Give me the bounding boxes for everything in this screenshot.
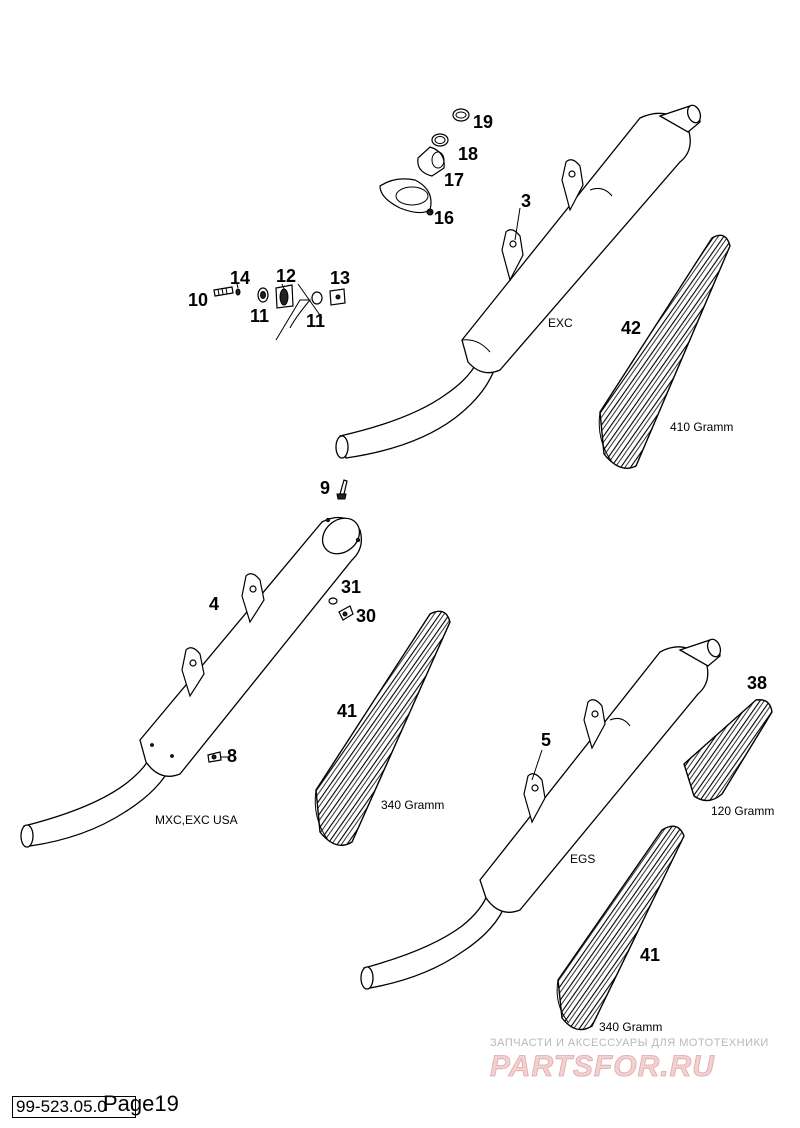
callout-19: 19 <box>473 112 493 132</box>
page-number: Page19 <box>103 1091 179 1116</box>
callout-4: 4 <box>209 594 219 614</box>
callout-5: 5 <box>541 730 551 750</box>
callout-41b: 41 <box>640 945 660 965</box>
callout-13: 13 <box>330 268 350 288</box>
callout-numbers: 3 4 5 8 9 10 11 11 12 13 14 16 17 18 19 … <box>188 112 767 965</box>
watermark-tagline: ЗАПЧАСТИ И АКСЕССУАРЫ ДЛЯ МОТОТЕХНИКИ <box>490 1037 769 1049</box>
callout-42: 42 <box>621 318 641 338</box>
callout-9: 9 <box>320 478 330 498</box>
callout-12: 12 <box>276 266 296 286</box>
label-weight-38: 120 Gramm <box>711 804 774 818</box>
label-exc: EXC <box>548 316 573 330</box>
parts-16-19 <box>379 108 470 216</box>
bolt-9 <box>336 479 348 500</box>
callout-14: 14 <box>230 268 250 288</box>
callout-38: 38 <box>747 673 767 693</box>
label-weight-42: 410 Gramm <box>670 420 733 434</box>
packing-42 <box>598 234 731 469</box>
variant-labels: EXC MXC,EXC USA EGS 410 Gramm 340 Gramm … <box>155 316 774 1034</box>
mounting-hardware <box>213 283 346 341</box>
label-egs: EGS <box>570 852 595 866</box>
silencer-5-egs <box>360 638 722 990</box>
callout-11b: 11 <box>306 311 325 331</box>
callout-11a: 11 <box>250 306 269 326</box>
callout-30: 30 <box>356 606 376 626</box>
packing-41-middle <box>314 610 451 846</box>
callout-3: 3 <box>521 191 531 211</box>
label-weight-41-middle: 340 Gramm <box>381 798 444 812</box>
label-weight-41-bottom: 340 Gramm <box>599 1020 662 1034</box>
callout-16: 16 <box>434 208 454 228</box>
silencer-3-exc <box>335 104 702 459</box>
callout-31: 31 <box>341 577 361 597</box>
watermark-brand: PARTSFOR.RU <box>490 1050 715 1083</box>
callout-18: 18 <box>458 144 478 164</box>
watermark: ЗАПЧАСТИ И АКСЕССУАРЫ ДЛЯ МОТОТЕХНИКИ PA… <box>490 1037 769 1083</box>
callout-10: 10 <box>188 290 208 310</box>
silencer-4-mxc-exc-usa <box>20 516 363 848</box>
callout-17: 17 <box>444 170 464 190</box>
callout-8: 8 <box>227 746 237 766</box>
packing-41-bottom <box>556 825 685 1031</box>
callout-41a: 41 <box>337 701 357 721</box>
label-mxc-exc-usa: MXC,EXC USA <box>155 813 238 827</box>
packing-38 <box>683 699 773 802</box>
parts-8-30-31 <box>207 597 354 763</box>
document-number: 99-523.05.0 <box>12 1096 136 1118</box>
leader-lines <box>221 207 543 781</box>
